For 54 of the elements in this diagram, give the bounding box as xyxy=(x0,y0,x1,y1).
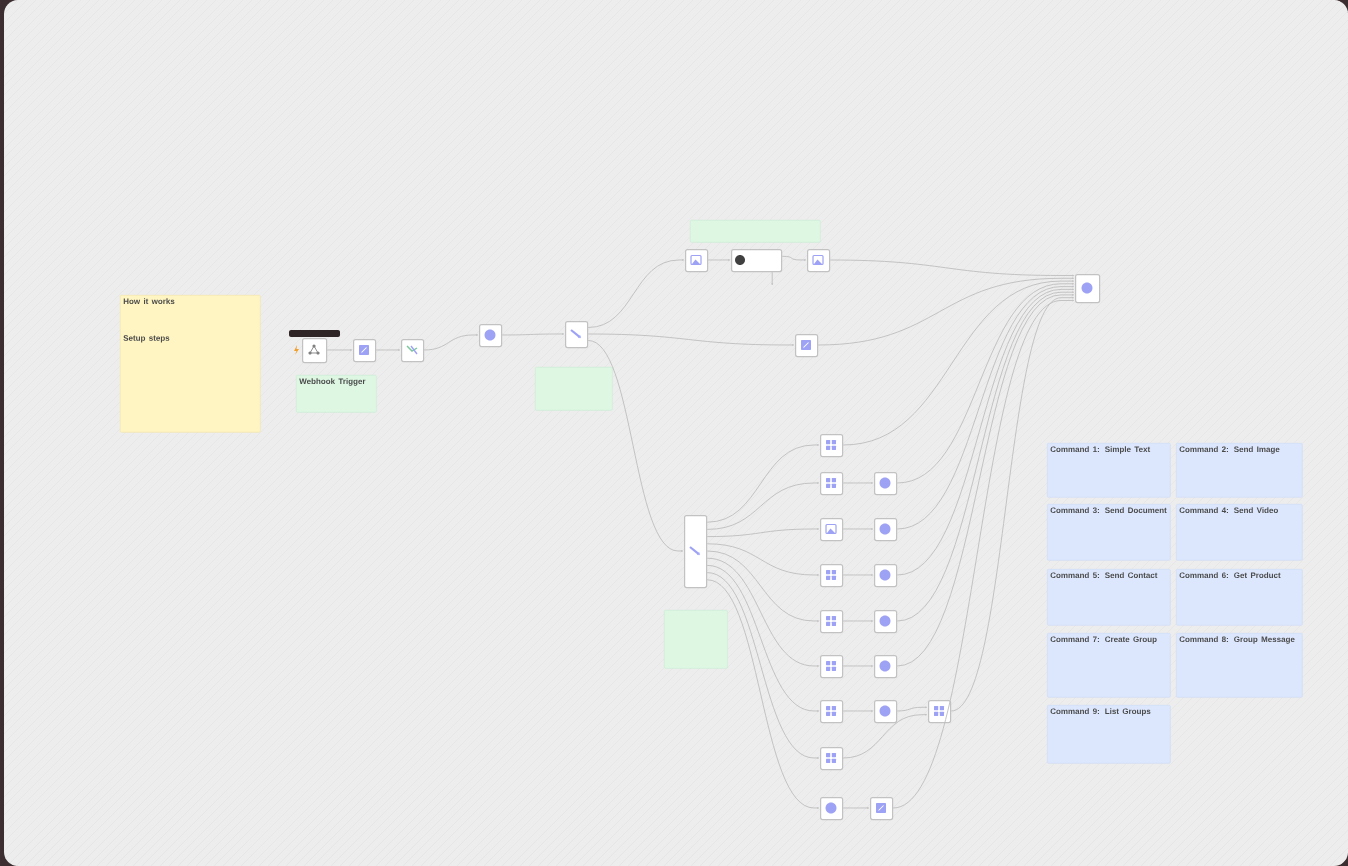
arrow xyxy=(706,572,820,759)
step-box xyxy=(302,338,328,364)
note-heading: Command 7: Create Group xyxy=(1050,636,1157,644)
note-heading: Command 8: Group Message xyxy=(1179,636,1295,644)
step-box xyxy=(401,339,425,363)
sticky-note xyxy=(1047,569,1171,626)
arrow xyxy=(842,713,928,759)
arrow xyxy=(950,296,1075,712)
sticky-note xyxy=(1176,633,1303,698)
sticky-note xyxy=(1176,504,1303,561)
note-heading: Command 9: List Groups xyxy=(1050,708,1151,716)
note-heading: Command 5: Send Contact xyxy=(1050,572,1158,579)
sticky-note xyxy=(120,295,261,433)
sticky-note xyxy=(1047,633,1171,698)
arrow xyxy=(896,706,928,712)
arrow xyxy=(706,564,820,712)
step-box xyxy=(731,249,783,273)
arrow xyxy=(423,334,479,351)
sticky-note xyxy=(1047,443,1171,498)
arrow xyxy=(896,283,1075,484)
arrow xyxy=(706,482,820,530)
arrow xyxy=(892,299,1075,809)
note-heading: Command 1: Simple Text xyxy=(1050,446,1151,454)
step-box xyxy=(565,321,589,349)
arrow xyxy=(829,259,1075,277)
arrow xyxy=(587,333,795,346)
arrow xyxy=(706,550,820,622)
arrow xyxy=(706,543,820,576)
note-heading: Webhook Trigger xyxy=(299,378,366,386)
arrow xyxy=(706,528,820,538)
arrow xyxy=(706,579,820,809)
arrow xyxy=(587,259,685,328)
note-heading: Command 4: Send Video xyxy=(1179,507,1278,514)
arrow xyxy=(817,277,1075,346)
sticky-note xyxy=(1047,504,1171,561)
arrow xyxy=(842,280,1075,446)
sticky-note xyxy=(296,375,377,413)
sticky-note xyxy=(1176,569,1303,626)
arrow xyxy=(706,557,820,667)
sticky-note xyxy=(535,367,613,411)
note-heading: Command 3: Send Document xyxy=(1050,507,1167,514)
arrow xyxy=(781,255,807,261)
arrow xyxy=(706,444,820,523)
sticky-note xyxy=(1176,443,1303,498)
sticky-note xyxy=(664,610,728,669)
sticky-note xyxy=(690,220,821,243)
note-heading: Setup steps xyxy=(123,335,170,343)
note-heading: Command 6: Get Product xyxy=(1179,572,1281,579)
note-heading: Command 2: Send Image xyxy=(1179,446,1280,454)
arrow xyxy=(587,340,684,552)
step-box xyxy=(684,515,708,589)
sticky-note xyxy=(1047,705,1171,764)
note-heading: How it works xyxy=(123,298,175,305)
arrow xyxy=(896,285,1075,530)
